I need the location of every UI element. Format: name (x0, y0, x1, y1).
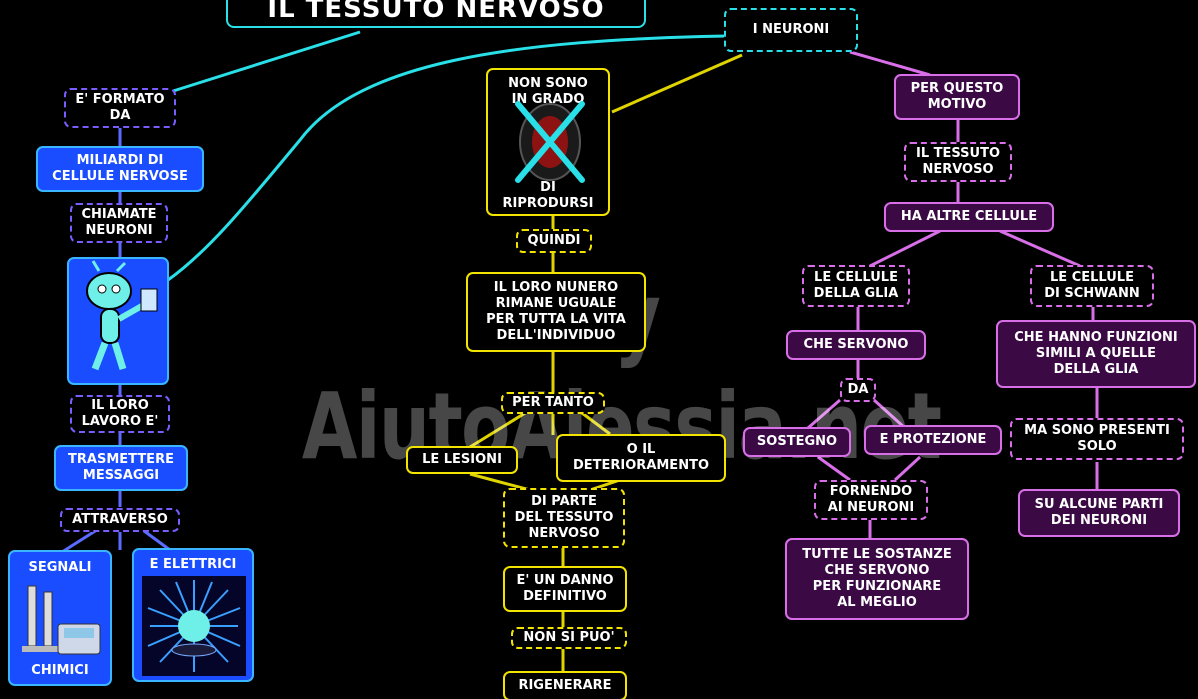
label-riprodursi: DI RIPRODURSI (502, 180, 594, 211)
node-quindi: QUINDI (516, 229, 592, 253)
label-chimici: CHIMICI (31, 663, 89, 678)
node-glia: LE CELLULE DELLA GLIA (802, 265, 910, 307)
node-segnali-chimici: SEGNALI CHIMICI (8, 550, 112, 686)
node-presenti: MA SONO PRESENTI SOLO (1010, 418, 1184, 460)
node-funzioni: CHE HANNO FUNZIONI SIMILI A QUELLE DELLA… (996, 320, 1196, 388)
electric-spark-icon (142, 576, 246, 676)
node-non-si-puo: NON SI PUO' (511, 627, 627, 649)
node-attraverso: ATTRAVERSO (60, 508, 180, 532)
node-non-sono: NON SONO IN GRADO DI RIPRODURSI (486, 68, 610, 216)
node-schwann: LE CELLULE DI SCHWANN (1030, 265, 1154, 307)
node-tessuto: IL TESSUTO NERVOSO (904, 142, 1012, 182)
node-fornendo: FORNENDO AI NEURONI (814, 480, 928, 520)
node-sostanze: TUTTE LE SOSTANZE CHE SERVONO PER FUNZIO… (785, 538, 969, 620)
node-miliardi: MILIARDI DI CELLULE NERVOSE (36, 146, 204, 192)
node-da: DA (840, 378, 876, 402)
node-elettrici: E ELETTRICI (132, 548, 254, 682)
node-chiamate: CHIAMATE NEURONI (70, 203, 168, 243)
node-deterioramento: O IL DETERIORAMENTO (556, 434, 726, 482)
lab-instruments-icon (22, 585, 101, 655)
label-non-sono: NON SONO IN GRADO (508, 76, 588, 107)
node-servono: CHE SERVONO (786, 330, 926, 360)
map-title: IL TESSUTO NERVOSO (226, 0, 646, 28)
alien-figure-icon (67, 257, 169, 385)
node-danno: E' UN DANNO DEFINITIVO (503, 566, 627, 612)
node-parti: SU ALCUNE PARTI DEI NEURONI (1018, 489, 1180, 537)
crossed-cell-icon (515, 101, 585, 183)
node-sostegno: SOSTEGNO (743, 427, 851, 457)
node-di-parte: DI PARTE DEL TESSUTO NERVOSO (503, 488, 625, 548)
node-lavoro: IL LORO LAVORO E' (70, 395, 170, 433)
label-elettrici: E ELETTRICI (149, 557, 237, 572)
node-altre-cellule: HA ALTRE CELLULE (884, 202, 1054, 232)
node-formato: E' FORMATO DA (64, 88, 176, 128)
node-trasmettere: TRASMETTERE MESSAGGI (54, 445, 188, 491)
label-segnali: SEGNALI (28, 560, 92, 575)
node-per-tanto: PER TANTO (501, 392, 605, 414)
node-protezione: E PROTEZIONE (864, 425, 1002, 455)
node-numero: IL LORO NUNERO RIMANE UGUALE PER TUTTA L… (466, 272, 646, 352)
node-rigenerare: RIGENERARE (503, 671, 627, 699)
node-neuroni: I NEURONI (724, 8, 858, 52)
node-lesioni: LE LESIONI (406, 446, 518, 474)
node-motivo: PER QUESTO MOTIVO (894, 74, 1020, 120)
